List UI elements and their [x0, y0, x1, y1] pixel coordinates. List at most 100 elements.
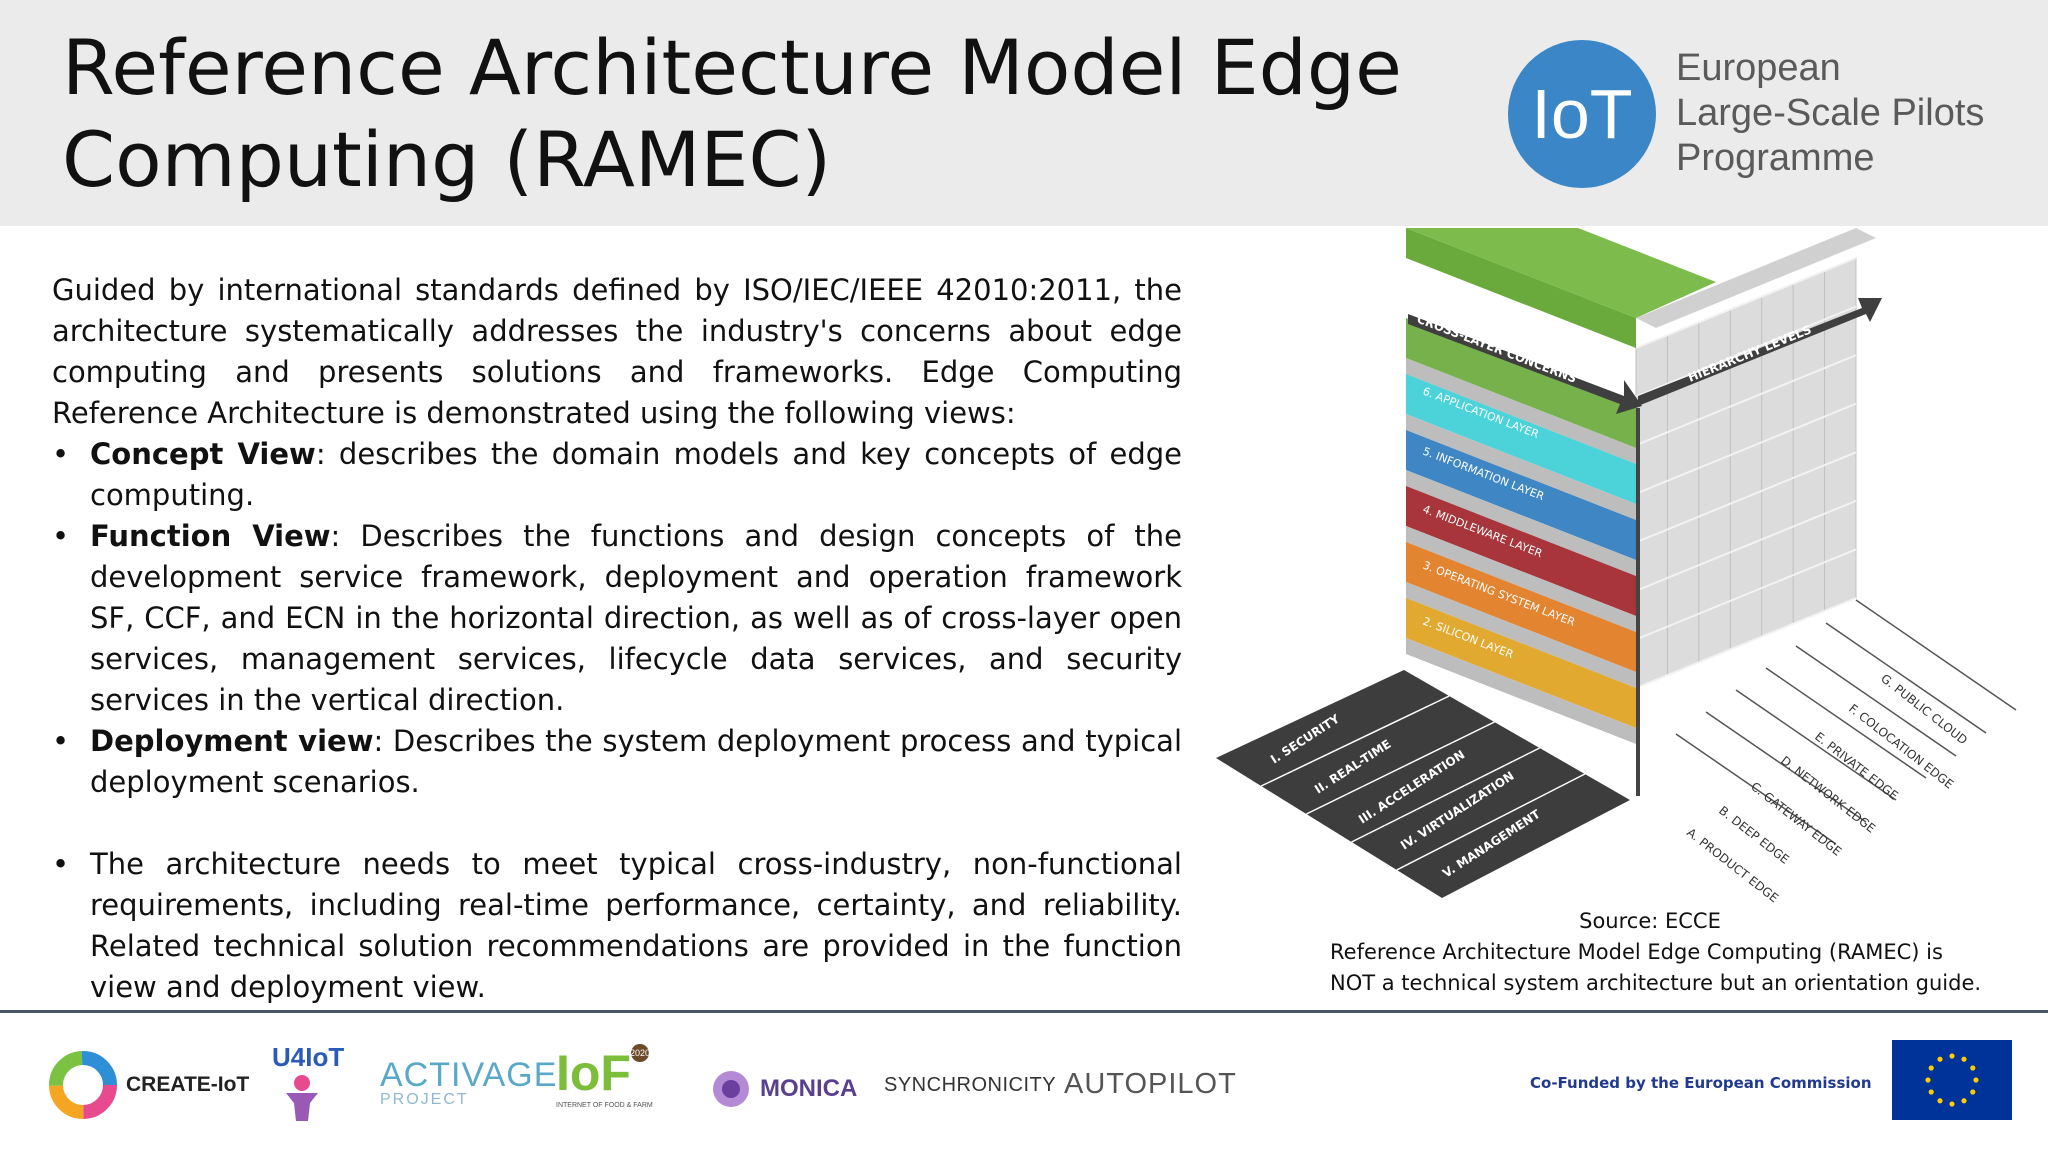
- grid-line: [1635, 499, 1857, 592]
- iot-logo-mark: IoT: [1531, 75, 1632, 153]
- concern-divider: [1306, 721, 1495, 815]
- partner-footer: [0, 1013, 2048, 1152]
- slide-header: [0, 0, 2048, 226]
- list-item: • Concept View: describes the domain mode…: [52, 434, 1182, 516]
- level-leader-line: [1675, 733, 1837, 845]
- grid-line: [1635, 548, 1857, 641]
- eu-stars: [1925, 1053, 1979, 1107]
- bullet-text: : Describes the system deployment proces…: [90, 724, 1183, 799]
- synchronicity-text: SYNCHRONICITY: [884, 1074, 1057, 1096]
- create-iot-ring-icon: [49, 1051, 117, 1119]
- create-iot-text: CREATE-IoT: [126, 1073, 250, 1096]
- ring-segment: [49, 1051, 117, 1119]
- level-leader-line: [1765, 667, 1927, 779]
- ring-segment: [49, 1051, 117, 1119]
- requirements-list: • The architecture needs to meet typical …: [52, 844, 1182, 1008]
- source-text: Source: ECCE: [1579, 909, 1721, 933]
- iot-logo-mark-text: IoT: [1531, 75, 1632, 153]
- footer-divider: [0, 1010, 2048, 1013]
- monica-text: MONICA: [760, 1075, 858, 1102]
- iof-text: IoF: [556, 1045, 631, 1101]
- list-item: •Function View: Describes the functions …: [52, 516, 1182, 721]
- top-green-face: [1406, 228, 1636, 348]
- layer-gap: [1406, 358, 1636, 464]
- ramec-diagram: CROSS-LAYER CONCERNS HIERARCHY LEVELS 6.…: [1216, 192, 2048, 908]
- logo-line: Large-Scale Pilots: [1676, 92, 1985, 134]
- u4iot-text: U4IoT: [272, 1042, 345, 1072]
- eu-star: [1973, 1077, 1979, 1083]
- programme-logo-text: European Large-Scale Pilots Programme: [1676, 46, 2036, 181]
- grid-top: [1636, 228, 1876, 328]
- level-leader-line: [1735, 689, 1897, 801]
- eu-flag-icon: [1892, 1040, 2012, 1120]
- co-funded-text: Co-Funded by the European Commission: [1530, 1074, 1872, 1092]
- level-leader-line: [1795, 645, 1957, 757]
- eu-star: [1949, 1101, 1955, 1107]
- u4iot-logo: U4IoT: [272, 1042, 344, 1123]
- eu-star: [1937, 1098, 1943, 1104]
- eu-star: [1961, 1056, 1967, 1062]
- level-leader-line: [1705, 711, 1867, 823]
- arrow-shape: [1638, 298, 1882, 406]
- bullet-text: The architecture needs to meet typical c…: [90, 847, 1182, 1004]
- concern-dividers: [1260, 695, 1586, 871]
- list-item: •Deployment view: Describes the system d…: [52, 721, 1182, 803]
- bullet-term: Deployment view: [90, 724, 374, 758]
- views-list: • Concept View: describes the domain mode…: [52, 434, 1182, 803]
- diagram-caption: Source: ECCE Reference Architecture Mode…: [1330, 906, 2010, 999]
- caption-note-line: NOT a technical system architecture but …: [1330, 971, 1982, 995]
- layer-gap: [1406, 582, 1636, 688]
- concern-divider: [1396, 773, 1586, 871]
- bullet-text: : Describes the functions and design con…: [90, 519, 1182, 717]
- u4iot-figure-icon: [286, 1075, 318, 1121]
- ring-segment: [49, 1051, 117, 1119]
- activage-text: ACTIVAGE: [380, 1056, 558, 1094]
- concerns-base: [1216, 670, 1630, 898]
- grid-line: [1635, 354, 1857, 447]
- bullet-term: Concept View: [90, 437, 316, 471]
- logo-line: European: [1676, 47, 1841, 89]
- ramec-cube-svg: CROSS-LAYER CONCERNS HIERARCHY LEVELS 6.…: [1216, 192, 2017, 905]
- activage-logo: ACTIVAGE PROJECT: [380, 1056, 557, 1109]
- eu-star: [1970, 1065, 1976, 1071]
- autopilot-logo: AUTOPILOT: [1064, 1068, 1237, 1101]
- eu-star: [1949, 1053, 1955, 1059]
- iof-subtitle: INTERNET OF FOOD & FARM: [556, 1102, 653, 1109]
- eu-star: [1928, 1089, 1934, 1095]
- eu-star: [1961, 1098, 1967, 1104]
- logo-line: Programme: [1676, 137, 1875, 179]
- layer-band: [1406, 430, 1636, 560]
- page-title: Reference Architecture Model Edge Comput…: [62, 23, 1402, 204]
- bullet-glyph: •: [52, 437, 70, 471]
- bullet-glyph: •: [52, 847, 70, 881]
- concern-divider: [1351, 747, 1540, 843]
- caption-note-line: Reference Architecture Model Edge Comput…: [1330, 940, 1943, 964]
- create-iot-logo: CREATE-IoT: [46, 1048, 249, 1122]
- grid-line: [1635, 402, 1857, 495]
- arrow-shape: [1408, 314, 1642, 414]
- level-leader-lines: [1675, 599, 2017, 845]
- layer-band: [1406, 374, 1636, 504]
- layer-band: [1406, 486, 1636, 616]
- eu-star: [1925, 1077, 1931, 1083]
- concerns-plane: I. SECURITY II. REAL-TIME III. ACCELERAT…: [1216, 670, 1630, 898]
- iof-year-badge: 2020: [630, 1044, 650, 1062]
- layer-gap: [1406, 470, 1636, 576]
- iof-logo: IoF 2020 INTERNET OF FOOD & FARM: [556, 1044, 653, 1109]
- grid-line: [1635, 257, 1857, 349]
- layer-stack: [1406, 192, 1716, 744]
- bullet-glyph: •: [52, 519, 70, 553]
- concern-divider: [1260, 695, 1450, 787]
- layer-gap: [1406, 414, 1636, 520]
- intro-paragraph: Guided by international standards define…: [52, 273, 1182, 430]
- list-item: • The architecture needs to meet typical …: [52, 844, 1182, 1008]
- grid-line: [1635, 305, 1857, 398]
- grid-line: [1635, 451, 1857, 544]
- layer-gap: [1406, 526, 1636, 632]
- eu-star: [1937, 1056, 1943, 1062]
- layer-band: [1406, 542, 1636, 672]
- layer-band: [1406, 318, 1636, 448]
- autopilot-text: AUTOPILOT: [1064, 1068, 1237, 1100]
- synchronicity-logo: SYNCHRONICITY: [884, 1074, 1056, 1097]
- bullet-text: : describes the domain models and key co…: [90, 437, 1182, 512]
